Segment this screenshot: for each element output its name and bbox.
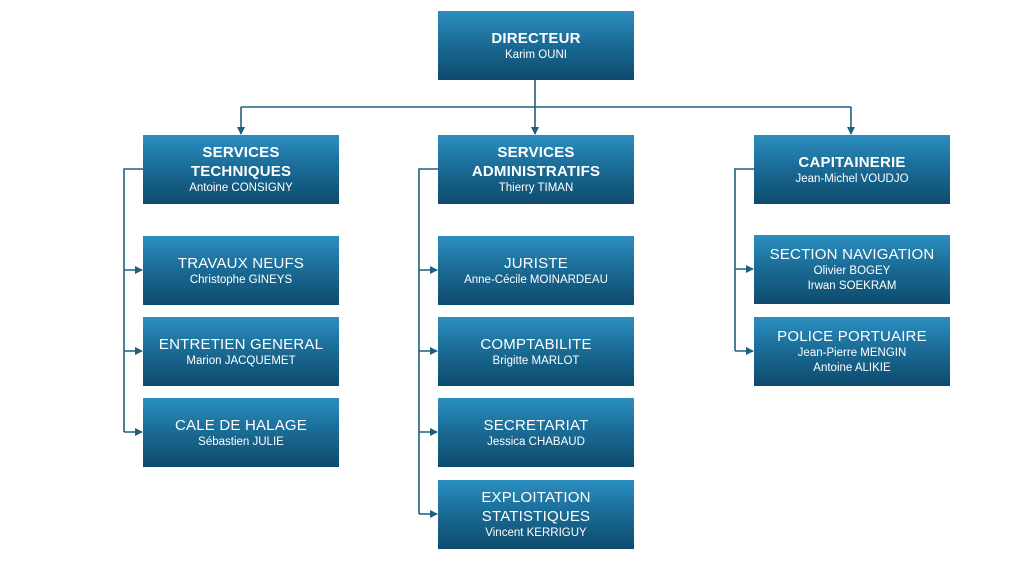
unit-box: POLICE PORTUAIRE Jean-Pierre MENGIN Anto…: [754, 317, 950, 386]
connector-technical-spine: [123, 168, 143, 432]
unit-title: EXPLOITATION STATISTIQUES: [481, 489, 591, 525]
unit-box: ENTRETIEN GENERAL Marion JACQUEMET: [143, 317, 339, 386]
department-box-technical: SERVICES TECHNIQUES Antoine CONSIGNY: [143, 135, 339, 204]
connector-administrative-spine: [418, 168, 438, 514]
unit-title: SECTION NAVIGATION: [769, 246, 935, 263]
unit-title: SECRETARIAT: [483, 416, 589, 434]
unit-box: EXPLOITATION STATISTIQUES Vincent KERRIG…: [438, 480, 634, 549]
department-box-administrative: SERVICES ADMINISTRATIFS Thierry TIMAN: [438, 135, 634, 204]
unit-title: POLICE PORTUAIRE: [777, 328, 927, 345]
unit-staff: Marion JACQUEMET: [186, 354, 296, 367]
unit-title: ENTRETIEN GENERAL: [158, 335, 324, 353]
unit-staff: Anne-Cécile MOINARDEAU: [464, 273, 608, 286]
unit-title: CALE DE HALAGE: [174, 416, 307, 434]
unit-box: SECTION NAVIGATION Olivier BOGEY Irwan S…: [754, 235, 950, 304]
unit-staff: Jessica CHABAUD: [487, 435, 585, 448]
director-name: Karim OUNI: [505, 48, 567, 61]
unit-staff: Brigitte MARLOT: [492, 354, 580, 367]
unit-staff: Olivier BOGEY Irwan SOEKRAM: [807, 265, 897, 292]
department-head-name: Jean-Michel VOUDJO: [795, 172, 909, 185]
unit-title: JURISTE: [504, 254, 568, 272]
unit-box: TRAVAUX NEUFS Christophe GINEYS: [143, 236, 339, 305]
department-title: SERVICES ADMINISTRATIFS: [471, 144, 601, 180]
department-head-name: Thierry TIMAN: [498, 182, 574, 194]
director-title: DIRECTEUR: [491, 29, 581, 47]
unit-staff: Jean-Pierre MENGIN Antoine ALIKIE: [797, 347, 907, 374]
unit-box: CALE DE HALAGE Sébastien JULIE: [143, 398, 339, 467]
unit-staff: Sébastien JULIE: [198, 435, 284, 448]
unit-staff: Christophe GINEYS: [189, 273, 293, 286]
unit-box: JURISTE Anne-Cécile MOINARDEAU: [438, 236, 634, 305]
department-head-name: Antoine CONSIGNY: [189, 182, 293, 194]
department-title: CAPITAINERIE: [798, 153, 906, 171]
unit-title: TRAVAUX NEUFS: [177, 254, 305, 272]
department-box-harbour-master: CAPITAINERIE Jean-Michel VOUDJO: [754, 135, 950, 204]
unit-box: COMPTABILITE Brigitte MARLOT: [438, 317, 634, 386]
unit-staff: Vincent KERRIGUY: [485, 527, 587, 539]
unit-title: COMPTABILITE: [480, 335, 592, 353]
unit-box: SECRETARIAT Jessica CHABAUD: [438, 398, 634, 467]
director-box: DIRECTEUR Karim OUNI: [438, 11, 634, 80]
connector-harbour-master-spine: [734, 168, 754, 351]
department-title: SERVICES TECHNIQUES: [190, 144, 292, 180]
